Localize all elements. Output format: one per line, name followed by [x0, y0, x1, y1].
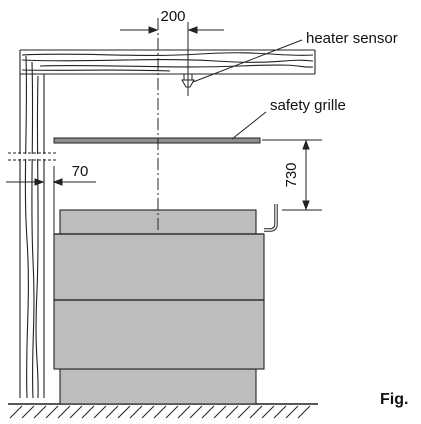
- floor: [8, 403, 318, 419]
- dimension-sensor-offset: [120, 22, 224, 96]
- grille-height-value: 730: [283, 162, 300, 187]
- sensor-offset-value: 200: [160, 8, 185, 25]
- dimension-grille-height: [262, 139, 322, 211]
- heater-upper-panel: [53, 233, 265, 301]
- safety-grille: [53, 137, 261, 144]
- figure-label: Fig.: [380, 391, 408, 408]
- heater-sensor-leader: [192, 39, 303, 83]
- wall-clearance-value: 70: [72, 163, 89, 180]
- dimension-wall-clearance: [6, 166, 96, 236]
- safety-grille-label: safety grille: [270, 97, 346, 114]
- heater: [53, 209, 265, 405]
- ceiling: [20, 49, 316, 75]
- wall: [19, 50, 45, 399]
- heater-base: [59, 368, 257, 405]
- heater-sensor-label: heater sensor: [306, 30, 398, 47]
- wall-break-marks: [8, 152, 56, 161]
- heater-handle: [264, 204, 278, 232]
- safety-grille-leader: [231, 111, 267, 140]
- wall-break-gap: [18, 154, 46, 159]
- heater-lower-panel: [53, 299, 265, 370]
